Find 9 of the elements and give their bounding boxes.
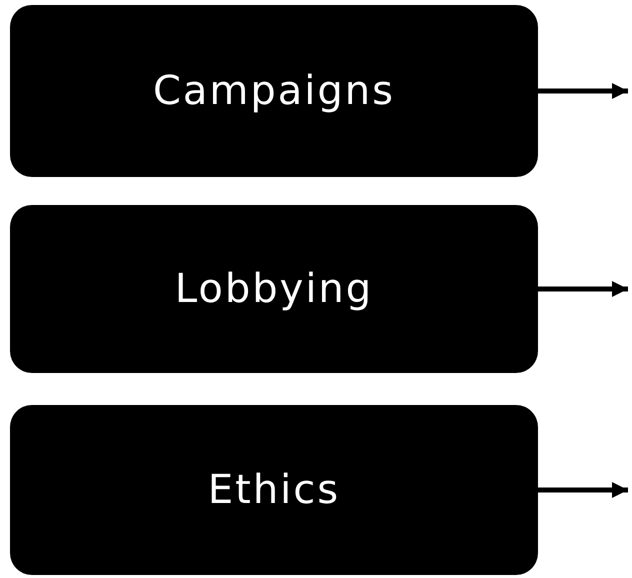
process-box <box>10 5 538 177</box>
box-label: Ethics <box>208 467 340 513</box>
box-label: Campaigns <box>152 68 395 114</box>
arrow <box>538 83 628 99</box>
arrow <box>538 482 628 498</box>
process-box <box>10 205 538 373</box>
arrow <box>538 281 628 297</box>
process-box <box>10 405 538 575</box>
box-label: Lobbying <box>174 266 374 312</box>
